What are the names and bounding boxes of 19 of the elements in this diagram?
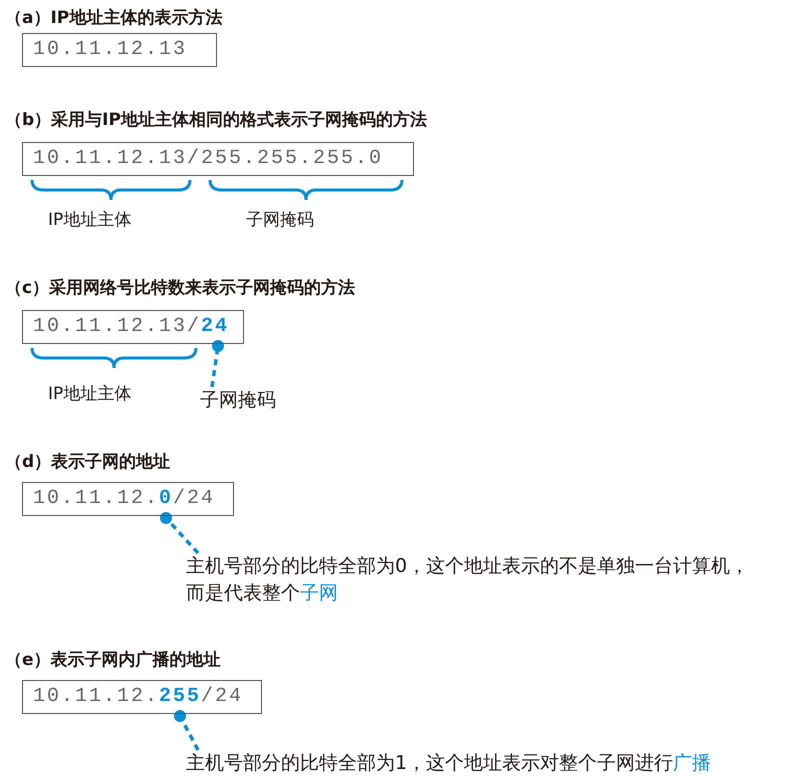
address-box: 10.11.12.13 <box>22 33 217 67</box>
leader-line <box>174 710 200 751</box>
callout-text: 子网掩码 <box>200 387 310 414</box>
leader-line <box>210 340 224 388</box>
address-box: 10.11.12.255/24 <box>22 680 262 714</box>
section-heading: （e）表示子网内广播的地址 <box>5 649 221 671</box>
callout-text: 主机号部分的比特全部为0，这个地址表示的不是单独一台计算机，而是代表整个子网 <box>186 553 766 607</box>
section-heading: （b）采用与IP地址主体相同的格式表示子网掩码的方法 <box>5 109 427 131</box>
bracket-label: IP地址主体 <box>48 209 132 231</box>
section-heading: （d）表示子网的地址 <box>5 451 170 473</box>
callout-text: 主机号部分的比特全部为1，这个地址表示对整个子网进行广播 <box>186 750 800 777</box>
address-box: 10.11.12.13/24 <box>22 310 244 344</box>
section-heading: （a）IP地址主体的表示方法 <box>5 7 222 29</box>
leader-line <box>160 512 200 554</box>
bracket-label: IP地址主体 <box>48 383 132 405</box>
bracket-label: 子网掩码 <box>246 209 314 231</box>
address-box: 10.11.12.13/255.255.255.0 <box>22 142 414 176</box>
section-heading: （c）采用网络号比特数来表示子网掩码的方法 <box>5 277 356 299</box>
address-box: 10.11.12.0/24 <box>22 482 234 516</box>
